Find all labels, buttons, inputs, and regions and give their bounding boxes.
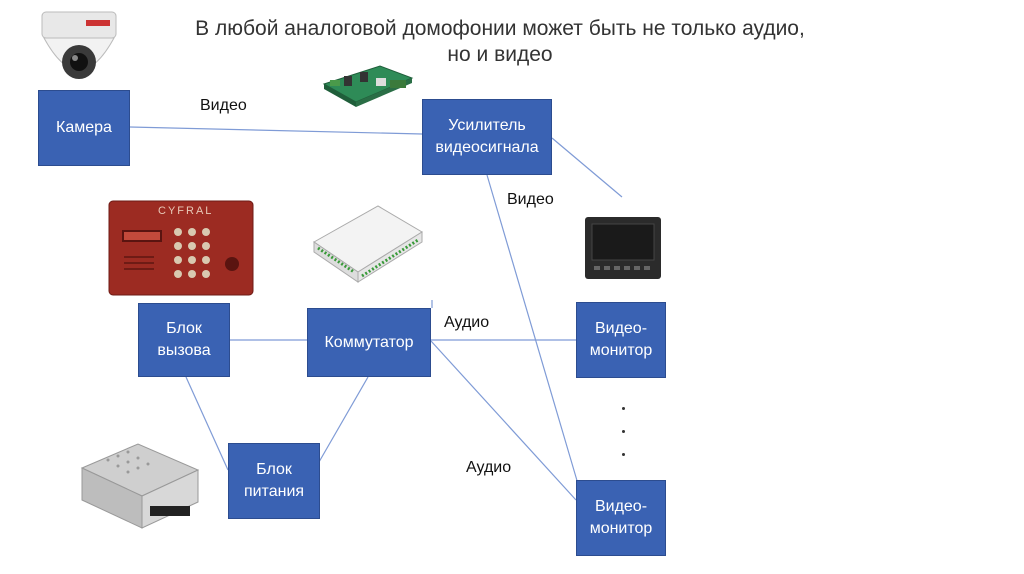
amplifier-node: Усилитель видеосигнала (422, 99, 552, 175)
monitor-1-label-2: монитор (589, 342, 653, 359)
ellipsis-dot-3 (622, 453, 625, 456)
title-line-1: В любой аналоговой домофонии может быть … (195, 17, 805, 40)
camera-label: Камера (56, 119, 112, 136)
wire-amplifier-monitor2 (486, 174, 579, 485)
wire-camera-amplifier (129, 126, 423, 135)
monitor-1-node: Видео- монитор (576, 302, 666, 378)
title-line-2: но и видео (447, 43, 553, 66)
amplifier-label-2: видеосигнала (435, 139, 539, 156)
edge-label-video-2: Видео (507, 191, 554, 208)
slide-title: В любой аналоговой домофонии может быть … (0, 16, 1000, 68)
wire-switch-monitor2 (430, 340, 577, 501)
call-block-node: Блок вызова (138, 303, 230, 377)
monitor-2-label-2: монитор (589, 520, 653, 537)
amplifier-label-1: Усилитель (448, 117, 526, 134)
switch-device-icon (313, 205, 423, 283)
power-node: Блок питания (228, 443, 320, 519)
video-monitor-icon (585, 217, 661, 279)
camera-node: Камера (38, 90, 130, 166)
circuit-board-icon (322, 65, 414, 107)
switch-label: Коммутатор (324, 333, 414, 351)
power-label-2: питания (243, 483, 305, 500)
ellipsis-dot-1 (622, 407, 625, 410)
call-panel-icon (108, 200, 254, 296)
edge-label-video-1: Видео (200, 97, 247, 114)
monitor-2-node: Видео- монитор (576, 480, 666, 556)
wire-power-switch (318, 376, 369, 463)
call-panel-brand: CYFRAL (158, 205, 214, 217)
call-block-label-2: вызова (157, 342, 211, 359)
dome-camera-icon (41, 11, 117, 79)
wire-call-power (185, 376, 229, 471)
edge-label-audio-1: Аудио (444, 314, 490, 331)
power-supply-icon (80, 443, 200, 529)
power-label-1: Блок (256, 461, 292, 478)
call-block-label-1: Блок (166, 320, 202, 337)
switch-node: Коммутатор (307, 308, 431, 377)
wire-amplifier-monitor-image (551, 137, 623, 198)
ellipsis-dot-2 (622, 430, 625, 433)
edge-label-audio-2: Аудио (466, 459, 512, 476)
monitor-1-label-1: Видео- (594, 320, 648, 337)
monitor-2-label-1: Видео- (594, 498, 648, 515)
